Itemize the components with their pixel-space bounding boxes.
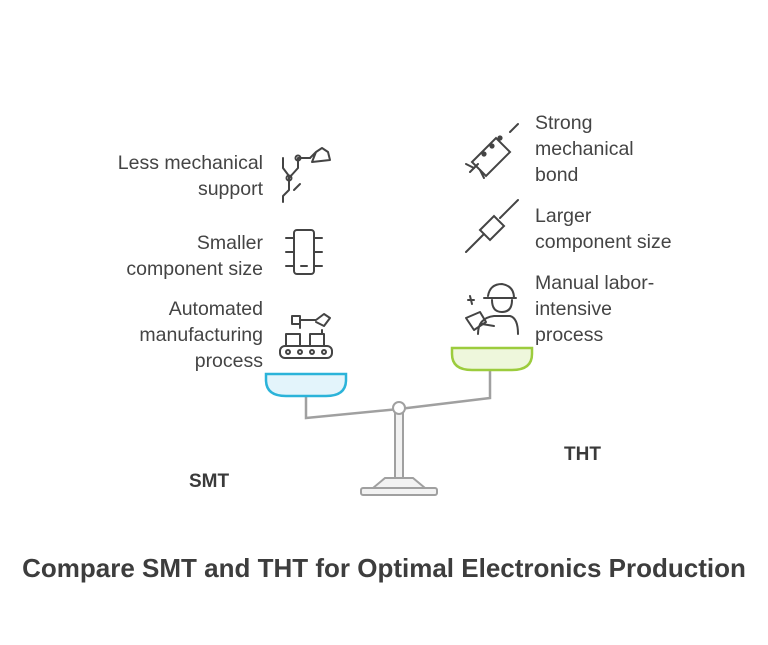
smt-item-smaller-component-size: Smaller component size [60, 230, 263, 282]
tht-item-3-line-2: intensive [535, 298, 612, 320]
smt-item-automated-manufacturing: Automated manufacturing process [60, 296, 263, 374]
tht-label: THT [564, 444, 601, 465]
through-hole-component-icon [465, 123, 519, 179]
resistor-icon [465, 199, 519, 253]
tht-item-larger-component-size: Larger component size [535, 203, 760, 255]
smt-item-1-line-2: support [197, 178, 263, 200]
tht-item-1-line-1: Strong [535, 112, 593, 134]
smt-item-3-line-2: manufacturing [139, 324, 263, 346]
smt-item-3-line-1: Automated [168, 298, 263, 320]
ic-chip-icon [285, 229, 323, 275]
robotic-assembly-icon [279, 313, 333, 359]
tht-item-manual-labor: Manual labor- intensive process [535, 270, 760, 348]
smt-item-1-line-1: Less mechanical [117, 152, 263, 174]
tht-item-2-line-1: Larger [535, 205, 592, 227]
smt-label: SMT [189, 471, 230, 492]
tht-item-strong-mechanical-bond: Strong mechanical bond [535, 110, 760, 188]
smt-item-less-mechanical-support: Less mechanical support [60, 150, 263, 202]
tht-item-3-line-1: Manual labor- [535, 272, 655, 294]
scale-post [394, 409, 404, 479]
diagram-title: Compare SMT and THT for Optimal Electron… [22, 553, 746, 583]
worker-icon [465, 283, 519, 335]
smt-item-3-line-3: process [194, 350, 263, 372]
scale-base [360, 477, 438, 496]
tht-item-1-line-3: bond [535, 164, 579, 186]
tht-pan [450, 346, 534, 372]
smt-item-2-line-2: component size [126, 258, 263, 280]
smt-pan [264, 372, 348, 398]
circuit-trace-icon [282, 147, 331, 203]
tht-item-2-line-2: component size [535, 231, 672, 253]
tht-item-1-line-2: mechanical [535, 138, 634, 160]
tht-item-3-line-3: process [535, 324, 604, 346]
smt-item-2-line-1: Smaller [196, 232, 263, 254]
scale-pivot [392, 401, 406, 415]
